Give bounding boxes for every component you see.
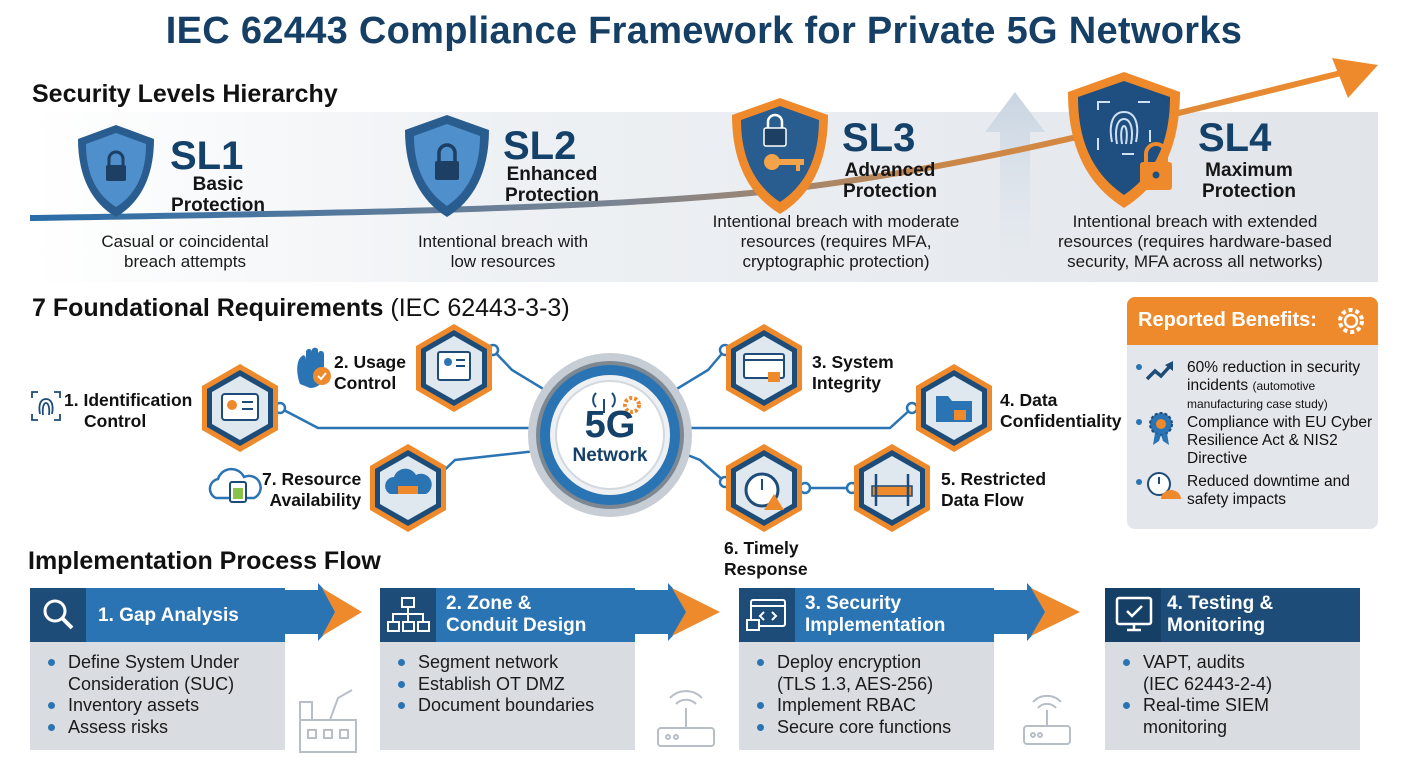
up-arrow-icon	[985, 92, 1045, 282]
benefits-heading: Reported Benefits:	[1138, 309, 1317, 331]
magnifier-icon	[30, 588, 86, 642]
user-card-icon	[437, 351, 471, 381]
identification-control-hex	[202, 364, 278, 452]
step-2-list: Segment network Establish OT DMZ Documen…	[398, 652, 594, 717]
router-icon	[657, 690, 715, 747]
step-2-header: 2. Zone &Conduit Design	[380, 588, 635, 642]
process-step-4: 4. Testing &Monitoring VAPT, audits(IEC …	[1105, 588, 1360, 750]
requirements-heading: 7 Foundational Requirements (IEC 62443-3…	[32, 294, 570, 322]
page-title: IEC 62443 Compliance Framework for Priva…	[165, 10, 1243, 52]
list-item: Assess risks	[48, 717, 239, 739]
system-integrity-hex	[726, 324, 802, 412]
flow-arrow	[285, 583, 362, 641]
step-4-title: 4. Testing &Monitoring	[1167, 593, 1274, 636]
security-levels-graphics	[29, 58, 1378, 282]
sl4-title: SL4	[1198, 116, 1272, 160]
shield-fingerprint-icon	[1068, 72, 1180, 208]
list-item: Secure core functions	[757, 717, 951, 739]
factory-robot-icon	[299, 689, 357, 753]
timely-response-hex	[726, 444, 802, 532]
step-4-header: 4. Testing &Monitoring	[1105, 588, 1360, 642]
shield-lock-icon	[78, 125, 154, 217]
step-3-list: Deploy encryption(TLS 1.3, AES-256) Impl…	[757, 652, 951, 738]
sl2-title: SL2	[503, 124, 577, 168]
list-item: Establish OT DMZ	[398, 674, 594, 696]
shield-lock-icon	[405, 115, 489, 217]
5g-network-hub	[528, 353, 692, 517]
clock-hardhat-icon	[1147, 472, 1181, 499]
step-1-title: 1. Gap Analysis	[98, 605, 239, 626]
antenna-icon	[592, 392, 616, 413]
progression-arrowhead	[1332, 58, 1378, 98]
list-item: VAPT, audits(IEC 62443-2-4)	[1123, 652, 1272, 695]
usage-control-hex	[416, 324, 492, 412]
restricted-data-flow-hex	[854, 444, 930, 532]
sl3-title: SL3	[842, 116, 916, 160]
step-4-list: VAPT, audits(IEC 62443-2-4) Real-time SI…	[1123, 652, 1272, 738]
step-2-title: 2. Zone &Conduit Design	[446, 593, 587, 636]
monitor-check-icon	[1105, 588, 1161, 642]
network-label: Network	[572, 445, 648, 466]
gear-icon	[623, 396, 641, 414]
gear-icon	[1338, 308, 1364, 334]
shield-key-icon	[732, 98, 828, 214]
cloud-battery-icon	[208, 467, 262, 503]
security-levels-heading: Security Levels Hierarchy	[32, 80, 338, 108]
benefits-panel: Reported Benefits: 60% reduction in secu…	[1127, 297, 1378, 529]
step-1-header: 1. Gap Analysis	[30, 588, 285, 642]
router-icon	[1023, 694, 1071, 745]
process-graphics	[285, 583, 1080, 753]
hand-stop-icon	[297, 347, 331, 388]
list-item: Inventory assets	[48, 695, 239, 717]
benefit-icons	[1136, 361, 1181, 499]
badge-icon	[1149, 412, 1173, 445]
id-card-icon	[221, 393, 259, 421]
fingerprint-icon	[31, 391, 61, 421]
flow-arrow	[635, 583, 720, 641]
benefits-header: Reported Benefits:	[1127, 297, 1378, 345]
data-confidentiality-hex	[916, 364, 992, 452]
cloud-icon	[385, 468, 432, 494]
code-window-icon	[739, 588, 795, 642]
barrier-icon	[871, 485, 913, 497]
sl1-title: SL1	[170, 134, 244, 178]
list-item: Implement RBAC	[757, 695, 951, 717]
list-item: Deploy encryption(TLS 1.3, AES-256)	[757, 652, 951, 695]
list-item: Document boundaries	[398, 695, 594, 717]
process-step-2: 2. Zone &Conduit Design Segment network …	[380, 588, 635, 750]
resource-availability-hex	[370, 444, 446, 532]
hierarchy-icon	[380, 588, 436, 642]
requirements-diagram	[31, 324, 992, 532]
5g-label: 5G	[584, 404, 636, 446]
process-heading: Implementation Process Flow	[28, 547, 381, 575]
trend-up-icon	[1145, 361, 1173, 381]
flow-arrow	[994, 583, 1080, 641]
list-item: Segment network	[398, 652, 594, 674]
